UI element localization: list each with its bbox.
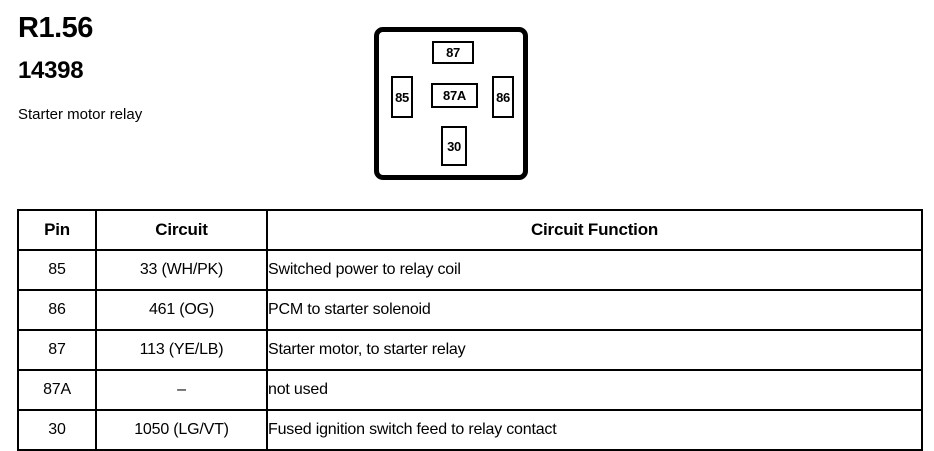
relay-pinout-diagram: 87 85 87A 86 30: [374, 27, 528, 180]
cell-circuit: 1050 (LG/VT): [95, 409, 268, 451]
pin-assignment-table: Pin Circuit Circuit Function 85 33 (WH/P…: [17, 209, 923, 451]
cell-circuit: 113 (YE/LB): [95, 329, 268, 371]
terminal-86: 86: [492, 76, 514, 118]
relay-description-label: Starter motor relay: [18, 106, 143, 123]
cell-pin: 85: [17, 249, 97, 291]
cell-pin: 87: [17, 329, 97, 371]
cell-function: Fused ignition switch feed to relay cont…: [266, 409, 923, 451]
cell-pin: 86: [17, 289, 97, 331]
table-header-row: Pin Circuit Circuit Function: [17, 209, 923, 251]
terminal-87a: 87A: [431, 83, 478, 108]
cell-pin: 87A: [17, 369, 97, 411]
table-row: 85 33 (WH/PK) Switched power to relay co…: [17, 249, 923, 291]
cell-circuit: 33 (WH/PK): [95, 249, 268, 291]
cell-function: Switched power to relay coil: [266, 249, 923, 291]
table-row: 30 1050 (LG/VT) Fused ignition switch fe…: [17, 409, 923, 451]
part-number-label: 14398: [18, 57, 84, 84]
cell-circuit: 461 (OG): [95, 289, 268, 331]
cell-circuit: –: [95, 369, 268, 411]
table-row: 87A – not used: [17, 369, 923, 411]
cell-function: Starter motor, to starter relay: [266, 329, 923, 371]
table-row: 86 461 (OG) PCM to starter solenoid: [17, 289, 923, 331]
cell-function: PCM to starter solenoid: [266, 289, 923, 331]
relay-id-label: R1.56: [18, 12, 93, 44]
terminal-87: 87: [432, 41, 474, 64]
column-header-pin: Pin: [17, 209, 97, 251]
table-row: 87 113 (YE/LB) Starter motor, to starter…: [17, 329, 923, 371]
terminal-85: 85: [391, 76, 413, 118]
terminal-30: 30: [441, 126, 467, 166]
column-header-circuit-function: Circuit Function: [266, 209, 923, 251]
cell-function: not used: [266, 369, 923, 411]
relay-header: R1.56 14398 Starter motor relay: [18, 12, 348, 124]
cell-pin: 30: [17, 409, 97, 451]
column-header-circuit: Circuit: [95, 209, 268, 251]
